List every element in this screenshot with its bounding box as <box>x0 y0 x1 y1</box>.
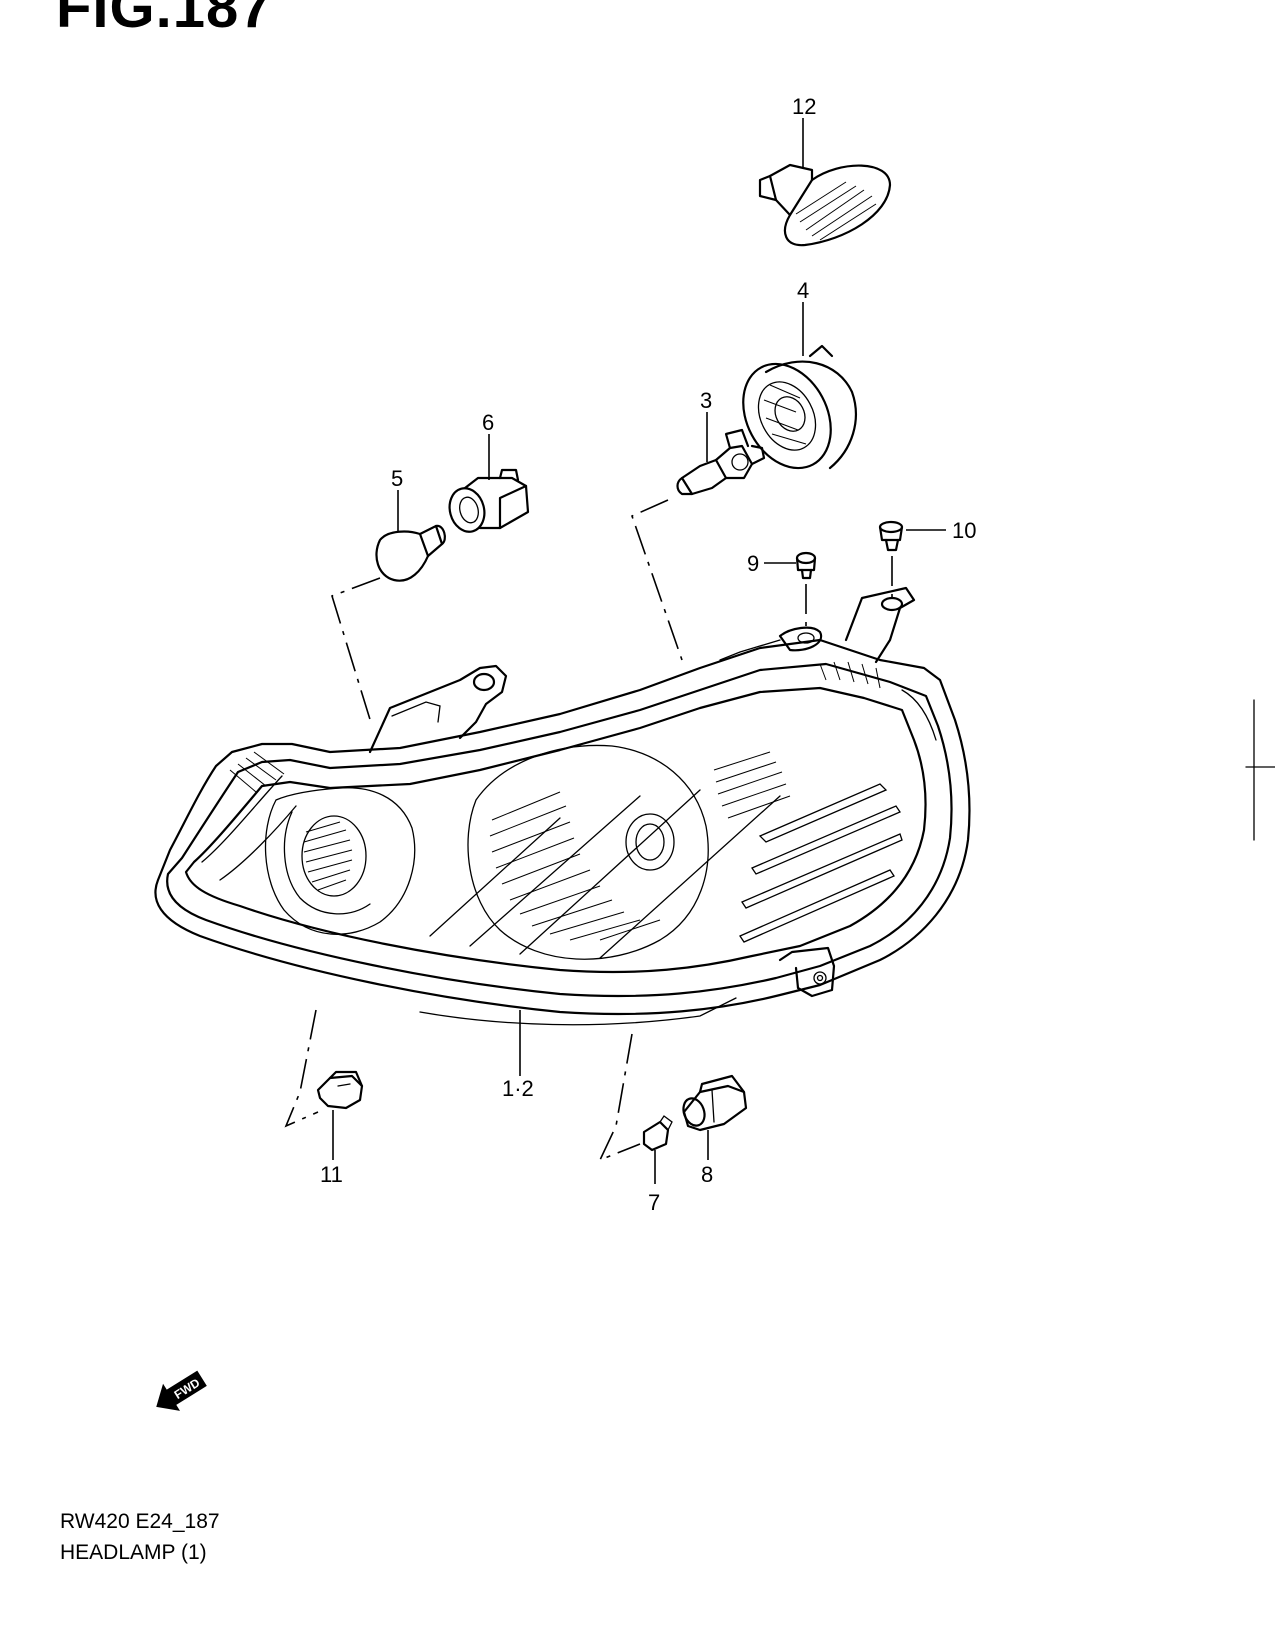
figure-title: FIG.187 <box>56 0 273 40</box>
part-7-bulb[interactable] <box>642 1115 673 1152</box>
part-4-socket-cover[interactable] <box>726 344 857 483</box>
leader-11-dashed <box>284 1009 319 1128</box>
callout-3[interactable]: 3 <box>700 388 712 413</box>
fwd-arrow-icon: FWD <box>156 1370 207 1411</box>
part-10-screw[interactable] <box>878 520 904 552</box>
callout-4[interactable]: 4 <box>797 278 809 303</box>
part-5-bulb[interactable] <box>375 524 446 582</box>
callout-5[interactable]: 5 <box>391 466 403 491</box>
callout-8[interactable]: 8 <box>701 1162 713 1187</box>
diagram-name: HEADLAMP (1) <box>60 1541 207 1564</box>
part-1-2-headlamp-assembly[interactable] <box>154 586 971 1026</box>
part-12-side-marker[interactable] <box>758 163 892 247</box>
part-3-bulb[interactable] <box>676 428 766 496</box>
callout-1-2[interactable]: 1·2 <box>502 1076 534 1101</box>
callout-9[interactable]: 9 <box>747 551 759 576</box>
leader-7-dashed <box>598 1033 641 1162</box>
part-11-clip[interactable] <box>316 1070 364 1110</box>
diagram-code: RW420 E24_187 <box>60 1510 220 1533</box>
leader-5-dashed <box>331 577 381 727</box>
part-6-socket[interactable] <box>445 468 530 536</box>
callout-6[interactable]: 6 <box>482 410 494 435</box>
part-8-socket[interactable] <box>680 1074 748 1132</box>
callout-7[interactable]: 7 <box>648 1190 660 1215</box>
leader-3-dashed <box>631 499 683 661</box>
callout-11[interactable]: 11 <box>320 1162 343 1187</box>
callout-12[interactable]: 12 <box>792 94 816 119</box>
part-9-screw[interactable] <box>795 551 817 580</box>
callout-10[interactable]: 10 <box>952 518 976 543</box>
